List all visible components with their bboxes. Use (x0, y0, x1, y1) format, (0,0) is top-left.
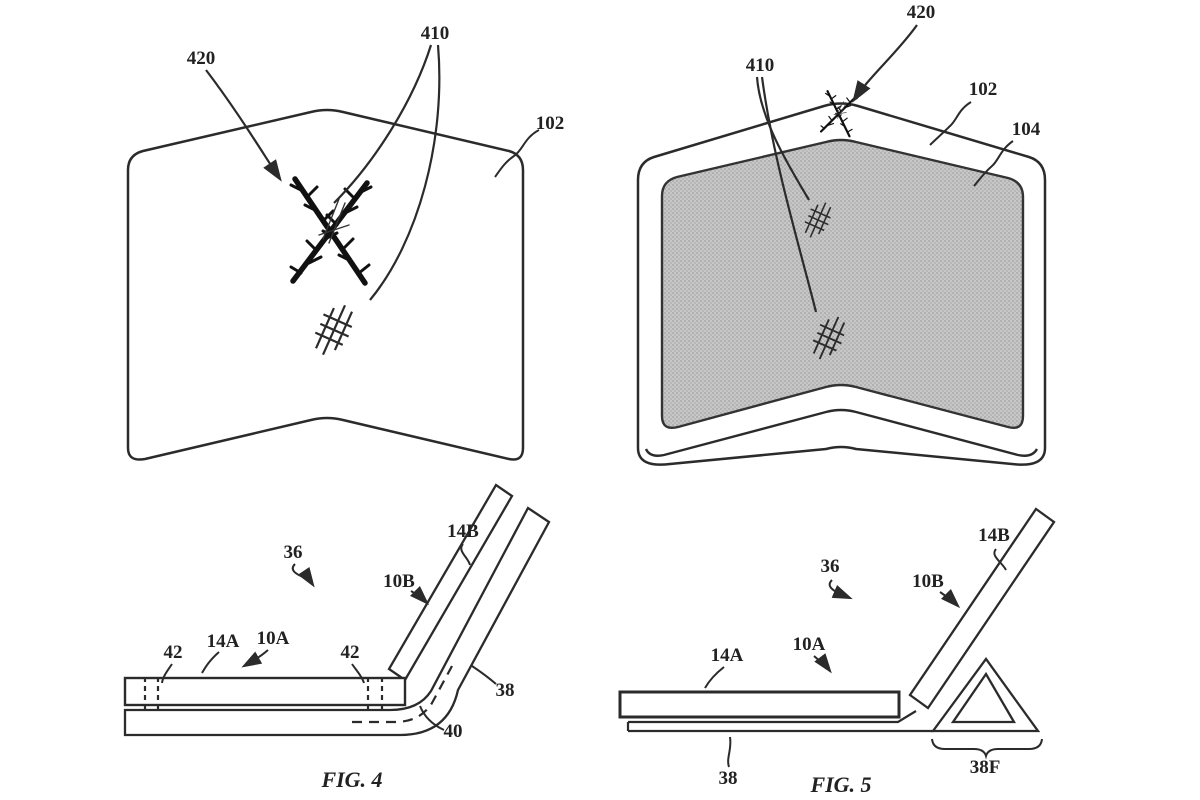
cover-layer-14a (123, 676, 407, 707)
leader-arrow-10b (939, 589, 961, 609)
ref-label-36: 36 (821, 556, 840, 577)
leader-line-104 (973, 140, 1014, 187)
cover-layer-14b (387, 483, 514, 682)
ref-label-102: 102 (969, 79, 998, 100)
ref-label-10a: 10A (793, 634, 826, 655)
ref-label-14a: 14A (711, 645, 744, 666)
ref-label-14b: 14B (978, 525, 1010, 546)
ref-label-14a: 14A (207, 631, 240, 652)
leader-line-410-a (333, 44, 433, 204)
flexible-layer-38 (626, 710, 934, 733)
ref-label-40: 40 (444, 721, 463, 742)
leader-line-42-right (351, 663, 365, 684)
crack-x-mark (819, 89, 859, 138)
brace-38f (931, 738, 1043, 760)
figure-5-caption: FIG. 5 (809, 772, 871, 797)
ref-label-102: 102 (536, 113, 565, 134)
ref-label-38: 38 (719, 768, 738, 789)
leader-line-38 (471, 665, 497, 685)
leader-arrow-420 (852, 24, 918, 103)
ref-label-38f: 38F (970, 757, 1001, 778)
figure-4: 36 14B 10B 42 14A 10A 42 38 40 FIG. 4 (123, 483, 551, 792)
leader-line-102 (494, 129, 540, 178)
leader-line-410-a (755, 76, 810, 201)
device-outline (126, 108, 525, 461)
crack-x-mark (291, 179, 371, 283)
ref-label-410: 410 (746, 55, 775, 76)
ref-label-420: 420 (907, 2, 936, 23)
leader-line-14a (201, 651, 220, 674)
leader-arrow-36 (291, 563, 315, 588)
leader-arrow-10a (813, 653, 832, 674)
ref-label-420: 420 (187, 48, 216, 69)
leader-line-40 (419, 705, 445, 731)
fold-triangle-outer (930, 657, 1041, 733)
leader-arrow-10b (410, 586, 430, 606)
leader-line-14a (704, 666, 725, 689)
leader-line-410-b (760, 76, 818, 313)
figure-unfolded-screen: 420 410 102 (126, 23, 565, 461)
ref-label-104: 104 (1012, 119, 1041, 140)
ref-label-410: 410 (421, 23, 450, 44)
ref-label-14b: 14B (447, 521, 479, 542)
scratch-hash-mark (307, 297, 361, 363)
ref-label-10a: 10A (257, 628, 290, 649)
leader-line-42-left (161, 663, 173, 684)
leader-line-38 (727, 736, 732, 768)
display-panel (660, 138, 1025, 430)
flexible-layer-38 (123, 506, 551, 737)
figure-5: 36 14B 10B 14A 10A 38 38F FIG. 5 (618, 507, 1056, 797)
ref-label-42-right: 42 (341, 642, 360, 663)
leader-arrow-10a (241, 649, 269, 668)
device-outline (636, 102, 1047, 466)
figure-folded-screen: 420 410 102 104 (636, 2, 1047, 466)
leader-line-102 (929, 101, 972, 146)
cover-layer-14a (618, 690, 901, 719)
ref-label-36: 36 (284, 542, 303, 563)
leader-arrow-36 (828, 579, 853, 600)
leader-line-410-b (369, 44, 441, 301)
bend-axis-dashed-line (352, 665, 453, 724)
fold-triangle-inner (950, 671, 1017, 724)
leader-line-14b (993, 548, 1007, 571)
figure-4-caption: FIG. 4 (320, 767, 382, 792)
ref-label-38: 38 (496, 680, 515, 701)
leader-arrow-420 (205, 69, 282, 182)
ref-label-10b: 10B (383, 571, 415, 592)
upper-device-10b (908, 507, 1056, 710)
leader-line-14b (460, 543, 471, 566)
ref-label-10b: 10B (912, 571, 944, 592)
inner-rim-line (644, 408, 1039, 457)
ref-label-42-left: 42 (164, 642, 183, 663)
